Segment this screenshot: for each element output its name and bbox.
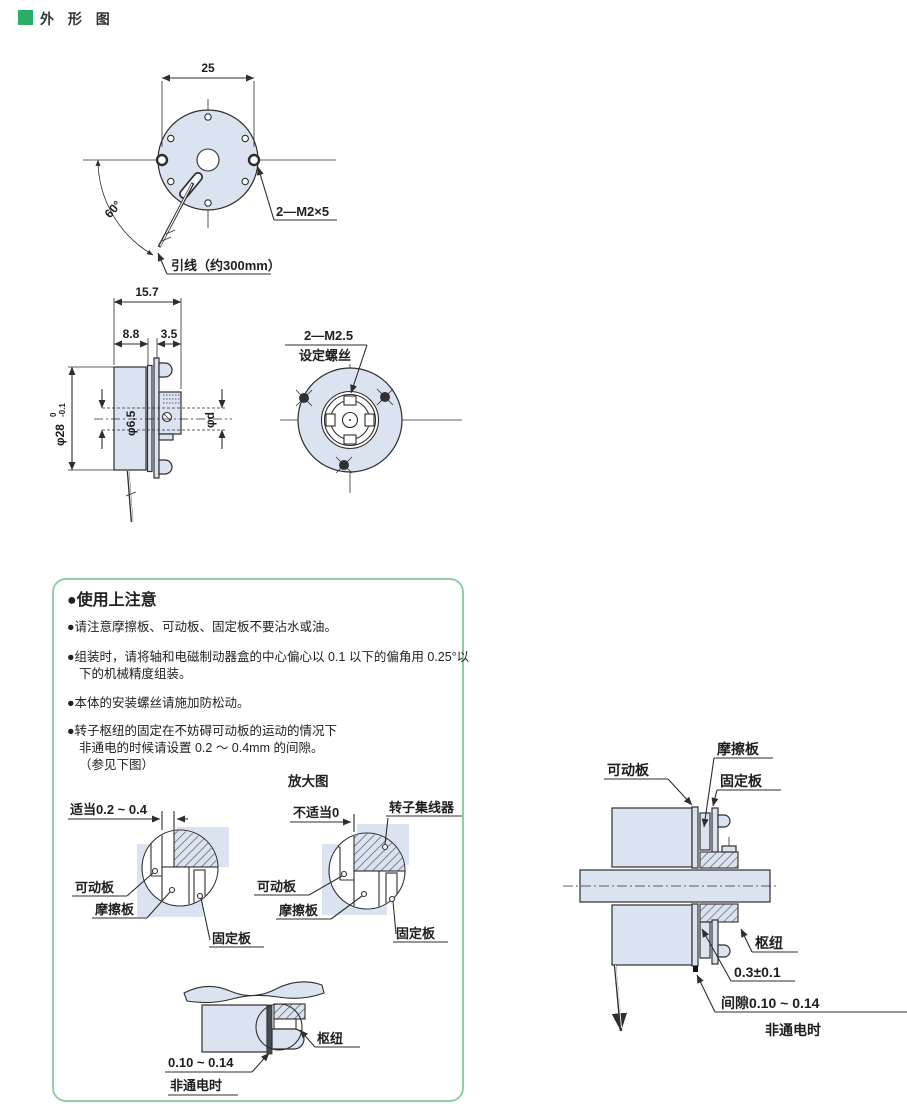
dim-outer-tol-low: -0.1 (58, 403, 67, 417)
friction-plate-label: 摩擦板 (279, 903, 319, 918)
set-screw-name-label: 设定螺丝 (299, 348, 351, 363)
detail-good-gap: 适当0.2 ~ 0.4 可动板 摩擦板 固定板 (68, 802, 264, 948)
brake-body-section (611, 807, 693, 868)
note-bullet-2b: 下的机械精度组装。 (79, 667, 192, 681)
set-screw-spec-label: 2—M2.5 (304, 328, 353, 343)
hub-label: 枢纽 (317, 1031, 343, 1046)
section-state-label: 非通电时 (765, 1022, 821, 1038)
section-marker-icon (18, 10, 33, 25)
dim-width-25: 25 (201, 61, 215, 75)
fixed-plate-label: 固定板 (212, 931, 252, 946)
note-bullet-2: ●组装时，请将轴和电磁制动器盒的中心偏心以 0.1 以下的偏角用 0.25°以 (67, 650, 470, 664)
mounting-panel (183, 981, 325, 1004)
enlarged-view-title: 放大图 (288, 774, 329, 789)
lead-wire-section (611, 964, 628, 1032)
friction-plate-section (699, 812, 711, 851)
dim-outer-dia: φ28 (53, 424, 67, 446)
hub-hatch-lower (699, 903, 739, 923)
mount-state-label: 非通电时 (170, 1078, 222, 1093)
movable-plate-side (146, 364, 153, 473)
front-view-drawing: 25 60° 引线（约300mm） 2—M2×5 (83, 61, 337, 275)
screw-spec-label: 2—M2×5 (276, 204, 329, 219)
usage-notes-box: ●使用上注意 ●请注意摩擦板、可动板、固定板不要沾水或油。 ●组装时，请将轴和电… (52, 578, 469, 1102)
note-bullet-4: ●转子枢纽的固定在不妨碍可动板的运动的情况下 (67, 724, 338, 738)
gap-marker (693, 966, 698, 972)
note-bullet-4b: 非通电的时候请设置 0.2 ～ 0.4mm 的间隙。 (79, 741, 324, 755)
friction-plate-label: 摩擦板 (717, 741, 760, 757)
movable-plate-label: 可动板 (257, 879, 297, 894)
lead-wire-label: 引线（约300mm） (171, 258, 281, 273)
dim-shaft-dia: φd (203, 412, 217, 428)
notes-title: ●使用上注意 (67, 592, 157, 609)
note-bullet-3: ●本体的安装螺丝请施加防松动。 (67, 696, 250, 710)
mount-hole-left (155, 153, 169, 167)
fixed-plate-label: 固定板 (396, 926, 436, 941)
dim-hub: 3.5 (161, 327, 178, 341)
brake-body-side (113, 366, 147, 471)
lead-wire-side (126, 470, 134, 523)
mount-hole-right (247, 153, 261, 167)
dim-bore-dia: φ6.5 (124, 410, 138, 436)
movable-plate-label: 可动板 (607, 762, 650, 778)
set-screw (376, 388, 394, 406)
note-bullet-4c: （参见下图） (79, 758, 155, 772)
thickness-label: 0.3±0.1 (734, 964, 781, 980)
hub-hatch-upper (699, 851, 739, 869)
fixed-plate-side (153, 357, 160, 479)
dim-total: 15.7 (135, 285, 159, 299)
set-screw (335, 456, 353, 474)
hub-screw (271, 1028, 305, 1050)
dim-body: 8.8 (123, 327, 140, 341)
page-title: 外 形 图 (40, 11, 115, 27)
brake-body-mount (201, 1004, 268, 1053)
detail-bad-gap: 不适当0 转子集线器 可动板 摩擦板 固定板 (254, 800, 462, 943)
note-bullet-1: ●请注意摩擦板、可动板、固定板不要沾水或油。 (67, 620, 338, 634)
dim-angle-60: 60° (102, 198, 125, 221)
rear-view-drawing: 2—M2.5 设定螺丝 (280, 328, 462, 493)
movable-plate-section (691, 806, 699, 869)
friction-plate-label: 摩擦板 (95, 902, 135, 917)
movable-plate-label: 可动板 (75, 880, 115, 895)
hub-label: 枢纽 (755, 935, 783, 951)
dim-outer-tol-up: 0 (49, 412, 58, 417)
section-view-drawing: 摩擦板 可动板 固定板 枢纽 0.3±0.1 间隙0.10 ~ 0.14 非通电… (563, 741, 907, 1038)
fixed-plate-section (711, 807, 719, 853)
side-view-drawing: 15.7 8.8 3.5 φ28 0 -0.1 (49, 285, 232, 523)
friction-plate-detail (353, 870, 380, 909)
section-gap-label: 间隙0.10 ~ 0.14 (721, 995, 820, 1011)
detail-mounting: 枢纽 0.10 ~ 0.14 非通电时 (165, 981, 360, 1096)
fixed-plate-label: 固定板 (720, 773, 763, 789)
gap-ng-label: 不适当0 (293, 805, 339, 820)
friction-plate-detail (161, 866, 190, 906)
set-screw (295, 389, 313, 407)
mount-gap-label: 0.10 ~ 0.14 (168, 1055, 234, 1070)
gap-ok-label: 适当0.2 ~ 0.4 (70, 802, 148, 817)
rotor-hub-label: 转子集线器 (389, 800, 455, 815)
